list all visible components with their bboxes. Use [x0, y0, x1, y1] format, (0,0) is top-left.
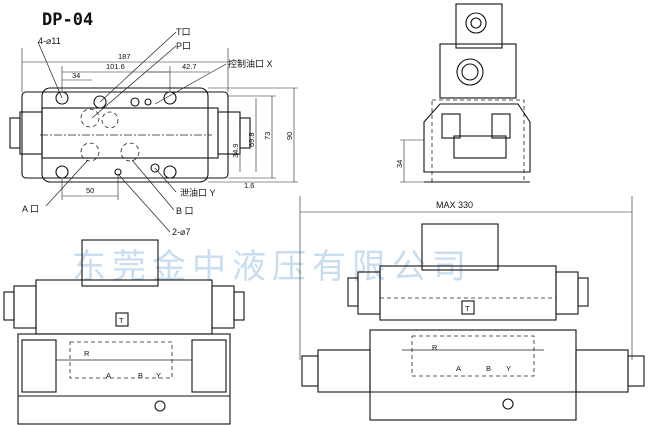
dim-34-side: 34	[395, 160, 404, 168]
label-bolt-holes: 4-⌀11	[38, 36, 61, 46]
company-watermark: 东莞金中液压有限公司	[72, 247, 472, 287]
label-drain-port: 泄油口 Y	[180, 187, 216, 198]
left-solenoid	[13, 285, 37, 329]
dim-34-9: 34.9	[231, 143, 240, 158]
label-b-port: B 口	[176, 206, 194, 216]
dim-42-7: 42.7	[182, 62, 197, 71]
dim-50: 50	[86, 186, 94, 195]
label-t-port: T口	[176, 27, 191, 37]
left-end-cover	[21, 339, 57, 393]
left-pilot-section	[317, 349, 371, 393]
dim-max-330: MAX 330	[436, 200, 473, 210]
side-window	[453, 135, 507, 159]
leader-b-port	[131, 159, 175, 211]
pilot-top-block	[81, 239, 159, 287]
t-port	[93, 95, 107, 109]
dim-69-8: 69.8	[247, 132, 256, 147]
front-view-left: T R A B Y	[3, 239, 245, 425]
pilot-solenoid-housing	[455, 3, 503, 49]
p-port-hidden	[80, 108, 100, 128]
dim-101-6: 101.6	[106, 62, 125, 71]
dim-187: 187	[118, 52, 131, 61]
center-tag: T	[465, 304, 470, 313]
control-port-x	[130, 97, 140, 107]
leader-p-port	[91, 45, 177, 119]
label-p-port: P口	[176, 41, 191, 51]
spool-hidden	[69, 341, 173, 379]
port-hidden	[101, 111, 119, 129]
label-control-port: 控制油口 X	[228, 58, 273, 69]
side-port	[491, 113, 511, 139]
leader-control-port	[154, 63, 227, 105]
solenoid-end-circle	[465, 12, 487, 34]
right-solenoid	[211, 285, 235, 329]
leader-a-port	[45, 159, 89, 207]
dim-73: 73	[263, 132, 272, 140]
right-cap	[577, 277, 589, 307]
dim-1-6: 1.6	[244, 181, 254, 190]
front-view-right: MAX 330 T R A B Y	[299, 196, 645, 421]
right-end-cap	[627, 355, 645, 387]
right-solenoid	[555, 271, 579, 315]
port-r: R	[432, 343, 438, 352]
leader-pin-holes	[117, 173, 171, 233]
port-r: R	[84, 349, 90, 358]
right-pilot-section	[575, 349, 629, 393]
main-body-outline	[21, 91, 229, 179]
port-b: B	[486, 364, 491, 373]
main-valve-hidden	[431, 99, 525, 183]
left-end-cap	[301, 355, 319, 387]
side-view: 34	[395, 3, 531, 183]
left-cap	[3, 291, 15, 321]
main-valve-outline	[423, 103, 531, 173]
spool-hidden	[411, 335, 535, 377]
port-y: Y	[156, 371, 161, 380]
right-cap	[233, 291, 245, 321]
leader-t-port	[99, 31, 177, 103]
label-a-port: A 口	[22, 204, 39, 214]
port-b: B	[138, 371, 143, 380]
pilot-valve-block	[439, 43, 517, 99]
pilot-end-plug	[456, 58, 484, 86]
a-port-hidden	[80, 142, 100, 162]
left-solenoid-cap	[9, 117, 21, 149]
solenoid-inner-circle	[470, 17, 482, 29]
pilot-end-plug-inner	[461, 63, 479, 81]
leader-bolt-holes	[37, 41, 63, 99]
pilot-top-block	[421, 223, 499, 271]
pilot-body	[41, 107, 219, 159]
locating-pin	[154, 400, 166, 412]
locating-pin	[502, 398, 514, 410]
bolt-hole	[163, 165, 177, 179]
main-valve-body	[17, 333, 231, 425]
leader-drain-port	[154, 167, 177, 193]
dim-90: 90	[285, 132, 294, 140]
pin-hole	[144, 98, 152, 106]
right-end-cover	[191, 339, 227, 393]
port-a: A	[106, 371, 111, 380]
top-view: 187 101.6 34 42.7 50 34.9 69.8 73 90 1.6…	[9, 27, 298, 237]
port-a: A	[456, 364, 461, 373]
center-tag-box	[461, 300, 475, 315]
main-valve-body	[369, 329, 577, 421]
b-port-hidden	[120, 142, 140, 162]
drain-port-y	[150, 163, 160, 173]
dim-34-top: 34	[72, 71, 80, 80]
left-solenoid	[19, 111, 43, 155]
bolt-hole	[55, 165, 69, 179]
port-y: Y	[506, 364, 511, 373]
label-pin-holes: 2-⌀7	[172, 227, 190, 237]
drawing-title: DP-04	[42, 10, 93, 30]
center-tag-box	[115, 312, 129, 327]
side-port	[441, 113, 461, 139]
center-tag: T	[119, 316, 124, 325]
